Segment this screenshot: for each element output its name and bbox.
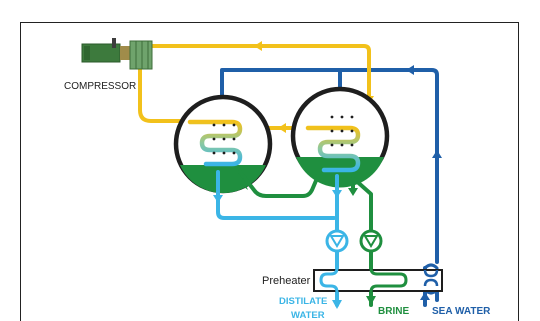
distillate-arrow-out (332, 300, 342, 309)
brine-arrow-right (348, 188, 358, 196)
brine-arrow-left (240, 178, 248, 190)
distillate-pump (325, 229, 349, 253)
distillate-arrow-right (332, 190, 342, 198)
evaporator-vessel-right (290, 86, 390, 188)
diagram-frame (20, 22, 519, 321)
brine-label: BRINE (378, 306, 409, 317)
preheater-box (313, 269, 443, 292)
preheater-label: Preheater (262, 275, 311, 287)
evaporator-vessel-left (173, 94, 273, 194)
sea-water-label: SEA WATER (432, 306, 491, 317)
distillate-label-line1: DISTILATE (279, 296, 327, 307)
spray-droplets (212, 115, 354, 155)
coil-left (187, 119, 243, 167)
sea-water-arrow-mid (406, 65, 414, 75)
distillate-label-line2: WATER (291, 310, 325, 321)
distillate-arrow-left (213, 195, 223, 203)
sea-water-arrow-in (420, 292, 430, 300)
compressor-unit (81, 38, 153, 70)
brine-arrow-out (366, 296, 376, 305)
steam-arrow-left (278, 123, 286, 133)
steam-arrow-top (254, 41, 262, 51)
preheater-brine-loop (369, 262, 408, 293)
preheater-sea-loop (423, 269, 439, 287)
brine-pump (359, 229, 383, 253)
coil-right (305, 125, 361, 173)
sea-water-arrow-up (432, 150, 442, 158)
compressor-label: COMPRESSOR (64, 81, 136, 92)
preheater-distillate-loop (319, 262, 339, 293)
